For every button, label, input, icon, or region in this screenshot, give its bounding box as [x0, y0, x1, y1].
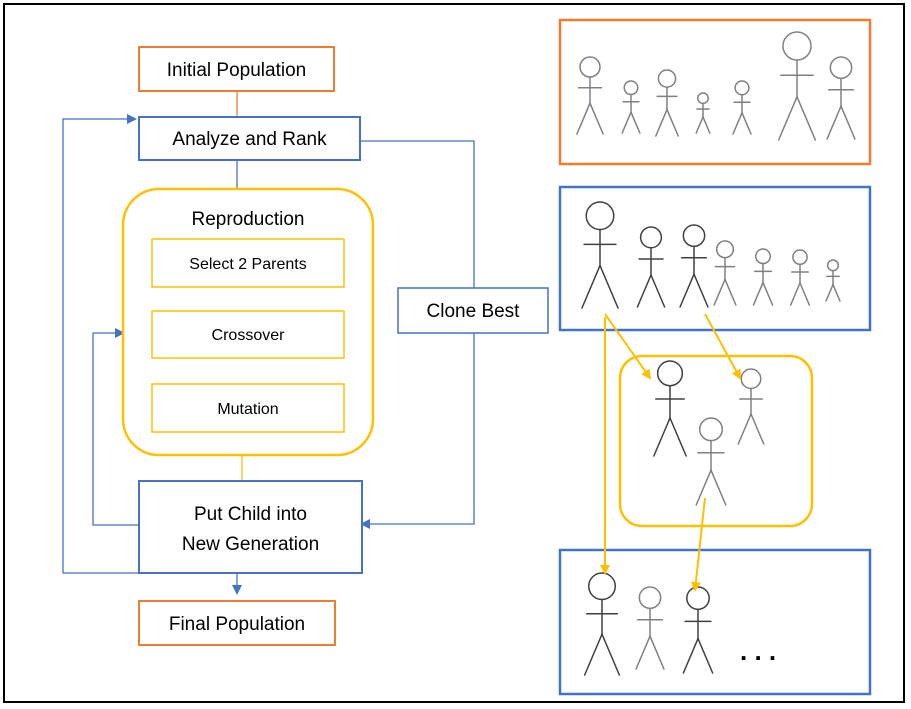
stick-figure — [655, 69, 679, 137]
initial-population-figures — [576, 31, 856, 141]
reproduction-panel — [618, 354, 814, 528]
stick-figure — [635, 586, 665, 670]
analyze-rank-box: Analyze and Rank — [138, 116, 361, 161]
stick-figure — [732, 80, 752, 135]
loop-to-reproduction-arrow — [92, 328, 139, 526]
stick-figure — [581, 201, 619, 309]
stick-figure — [636, 226, 666, 308]
stick-figure — [737, 368, 765, 445]
final-population-box: Final Population — [138, 600, 336, 646]
selection-arrow-best-parent — [604, 313, 652, 380]
put-child-box: Put Child into New Generation — [138, 480, 363, 574]
stick-figure — [826, 56, 856, 140]
population-illustration: . . . — [558, 18, 872, 696]
clone-best-box: Clone Best — [397, 287, 549, 334]
reproduction-group: Reproduction Select 2 Parents Crossover … — [121, 187, 375, 457]
put-child-label-line1: Put Child into — [194, 504, 307, 525]
stick-figure — [682, 586, 714, 674]
ranked-population-panel — [558, 185, 872, 332]
select-parents-box: Select 2 Parents — [151, 238, 345, 288]
mutation-box: Mutation — [151, 383, 345, 433]
stick-figure — [695, 417, 727, 506]
ranked-population-figures — [581, 201, 841, 309]
clone-best-to-child-arrow — [360, 333, 475, 529]
reproduction-label: Reproduction — [191, 209, 304, 230]
initial-population-box: Initial Population — [138, 46, 335, 92]
stick-figure — [752, 248, 774, 306]
initial-population-panel — [558, 18, 872, 166]
stick-figure — [679, 224, 709, 308]
selection-arrows — [600, 313, 741, 592]
genetic-algorithm-diagram: Initial Population Analyze and Rank Repr… — [62, 18, 872, 696]
initial-population-label: Initial Population — [167, 60, 306, 81]
child-arrow-to-new-generation — [690, 497, 706, 592]
stick-figure — [825, 259, 841, 302]
selection-arrow-second-parent — [704, 313, 741, 380]
clone-best-upper-line — [360, 140, 475, 288]
stick-figure — [695, 92, 711, 134]
stick-figure — [789, 249, 811, 306]
put-child-label-line2: New Generation — [182, 534, 319, 555]
clone-best-label: Clone Best — [427, 301, 521, 322]
ellipsis-text: . . . — [740, 636, 776, 666]
select-parents-label: Select 2 Parents — [189, 256, 306, 273]
mutation-label: Mutation — [217, 401, 278, 418]
stick-figure — [576, 56, 604, 135]
reproduction-figures — [653, 360, 765, 506]
analyze-rank-label: Analyze and Rank — [172, 129, 327, 150]
stick-figure — [777, 31, 817, 141]
diagram-frame: Initial Population Analyze and Rank Repr… — [3, 3, 905, 703]
new-generation-panel — [558, 548, 872, 696]
crossover-box: Crossover — [151, 310, 345, 359]
stick-figure — [653, 360, 687, 457]
crossover-label: Crossover — [212, 327, 286, 344]
final-population-label: Final Population — [169, 614, 305, 635]
flow-connectors — [62, 91, 475, 595]
stick-figure — [713, 240, 737, 306]
new-generation-figures — [583, 572, 714, 676]
flowchart: Initial Population Analyze and Rank Repr… — [62, 46, 549, 646]
loop-to-analyze-arrow — [62, 114, 139, 574]
stick-figure — [583, 572, 621, 676]
stick-figure — [621, 80, 641, 134]
